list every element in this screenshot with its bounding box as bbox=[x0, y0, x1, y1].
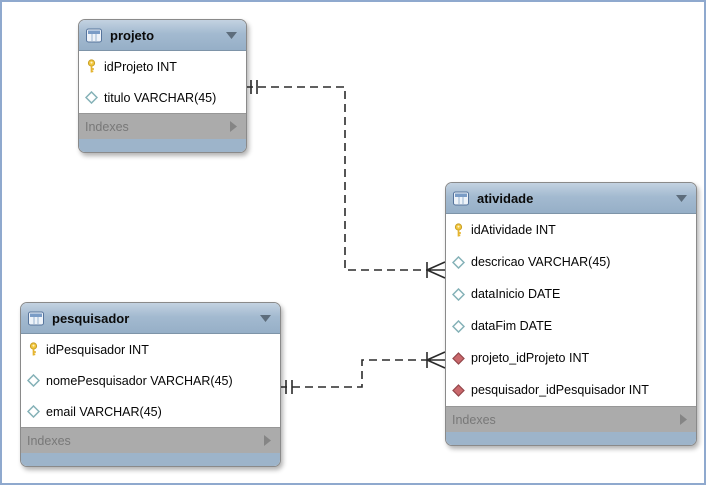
indexes-footer[interactable]: Indexes bbox=[446, 406, 696, 432]
table-grid-icon bbox=[28, 311, 44, 326]
key-icon bbox=[452, 222, 465, 238]
table-pesquisador: pesquisador idPesquisador INT nomePesqui… bbox=[20, 302, 281, 467]
column-row[interactable]: idProjeto INT bbox=[79, 51, 246, 82]
column-label: titulo VARCHAR(45) bbox=[104, 90, 217, 105]
indexes-footer[interactable]: Indexes bbox=[79, 113, 246, 139]
triangle-down-icon[interactable] bbox=[675, 194, 688, 203]
indexes-footer[interactable]: Indexes bbox=[21, 427, 280, 453]
table-bottom-strip bbox=[79, 139, 246, 152]
column-row[interactable]: descricao VARCHAR(45) bbox=[446, 246, 696, 278]
column-label: dataFim DATE bbox=[471, 319, 553, 333]
diamond-filled-icon bbox=[452, 383, 465, 397]
key-icon bbox=[85, 59, 98, 74]
table-grid-icon bbox=[86, 28, 102, 43]
triangle-down-icon[interactable] bbox=[259, 314, 272, 323]
table-projeto: projeto idProjeto INT titulo VARCHAR(45)… bbox=[78, 19, 247, 153]
table-pesquisador-header[interactable]: pesquisador bbox=[21, 303, 280, 334]
column-label: idPesquisador INT bbox=[46, 342, 149, 357]
diamond-outline-icon bbox=[27, 374, 40, 387]
column-row[interactable]: dataFim DATE bbox=[446, 310, 696, 342]
diamond-outline-icon bbox=[27, 405, 40, 418]
column-row[interactable]: idAtividade INT bbox=[446, 214, 696, 246]
column-label: descricao VARCHAR(45) bbox=[471, 255, 611, 269]
column-label: dataInicio DATE bbox=[471, 287, 561, 301]
diamond-outline-icon bbox=[85, 91, 98, 104]
column-row[interactable]: projeto_idProjeto INT bbox=[446, 342, 696, 374]
diamond-outline-icon bbox=[452, 287, 465, 301]
relationship-pesquisador-atividade[interactable] bbox=[279, 351, 446, 394]
diamond-filled-icon bbox=[452, 351, 465, 365]
table-atividade-header[interactable]: atividade bbox=[446, 183, 696, 214]
table-projeto-header[interactable]: projeto bbox=[79, 20, 246, 51]
column-row[interactable]: dataInicio DATE bbox=[446, 278, 696, 310]
triangle-right-icon[interactable] bbox=[263, 434, 272, 447]
table-atividade: atividade idAtividade INT descricao VARC… bbox=[445, 182, 697, 446]
column-label: projeto_idProjeto INT bbox=[471, 351, 590, 365]
indexes-label: Indexes bbox=[27, 433, 71, 448]
column-label: email VARCHAR(45) bbox=[46, 404, 162, 419]
column-label: idProjeto INT bbox=[104, 59, 177, 74]
column-row[interactable]: email VARCHAR(45) bbox=[21, 396, 280, 427]
table-grid-icon bbox=[453, 191, 469, 206]
table-bottom-strip bbox=[21, 453, 280, 466]
diamond-outline-icon bbox=[452, 319, 465, 333]
table-bottom-strip bbox=[446, 432, 696, 445]
triangle-right-icon[interactable] bbox=[679, 413, 688, 426]
column-label: pesquisador_idPesquisador INT bbox=[471, 383, 649, 397]
column-label: nomePesquisador VARCHAR(45) bbox=[46, 373, 233, 388]
column-row[interactable]: pesquisador_idPesquisador INT bbox=[446, 374, 696, 406]
key-icon bbox=[27, 342, 40, 357]
column-row[interactable]: idPesquisador INT bbox=[21, 334, 280, 365]
table-title: projeto bbox=[110, 27, 155, 43]
relationship-projeto-atividade[interactable] bbox=[245, 80, 446, 279]
indexes-label: Indexes bbox=[85, 119, 129, 134]
table-title: pesquisador bbox=[52, 310, 130, 326]
triangle-right-icon[interactable] bbox=[229, 120, 238, 133]
indexes-label: Indexes bbox=[452, 412, 496, 427]
column-row[interactable]: nomePesquisador VARCHAR(45) bbox=[21, 365, 280, 396]
table-title: atividade bbox=[477, 190, 534, 206]
column-row[interactable]: titulo VARCHAR(45) bbox=[79, 82, 246, 113]
diamond-outline-icon bbox=[452, 255, 465, 269]
triangle-down-icon[interactable] bbox=[225, 31, 238, 40]
column-label: idAtividade INT bbox=[471, 223, 556, 237]
